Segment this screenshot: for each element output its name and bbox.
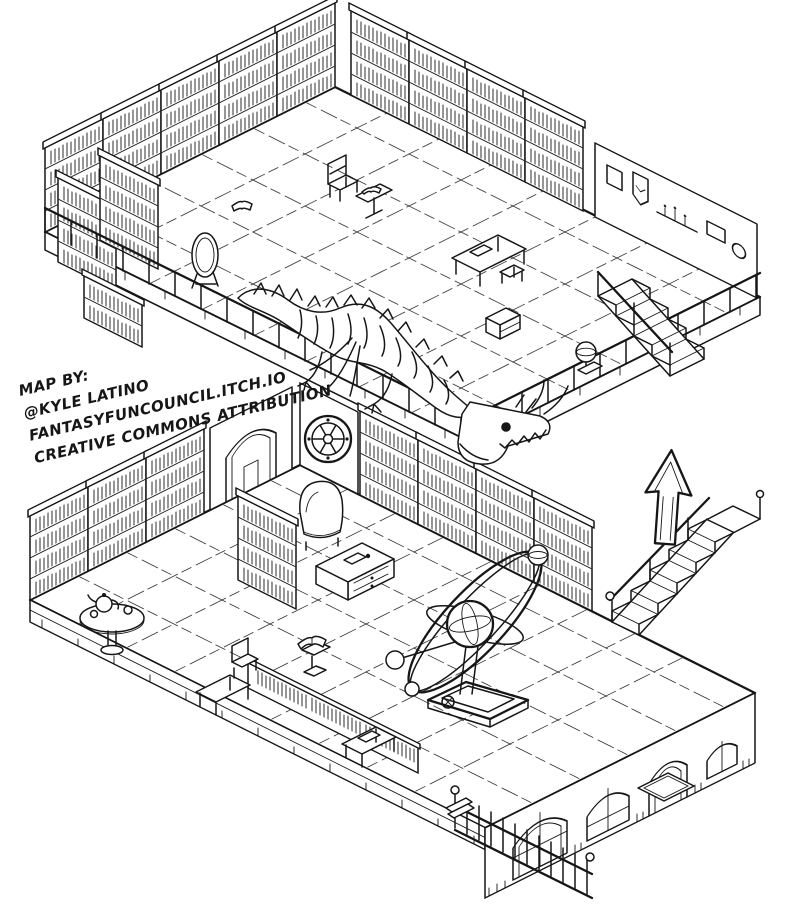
- writing-desk-upper: [451, 234, 527, 287]
- stool-upper: [499, 264, 525, 284]
- crate: [485, 307, 521, 340]
- dragon-skeleton: [237, 282, 569, 465]
- candle-shelf: [656, 211, 698, 233]
- balcony-railing: [43, 206, 762, 443]
- dragon-jaw: [459, 443, 489, 461]
- writing-desk-b: [341, 726, 397, 768]
- writing-desk-a: [195, 637, 259, 716]
- dragon-teeth: [499, 429, 547, 449]
- dragon-back-spikes: [253, 282, 464, 382]
- orrery-core-sphere: [445, 599, 495, 649]
- trophy-wall: [594, 142, 758, 299]
- orrery-planet: [527, 544, 549, 566]
- pedestal-with-open-book: [297, 635, 331, 677]
- arched-window-small: [706, 740, 738, 780]
- dragon-horns: [515, 379, 569, 415]
- teacup: [89, 609, 99, 619]
- spiked-fence: [450, 785, 595, 900]
- inkpot: [365, 553, 371, 559]
- staircase-lower: [605, 489, 765, 636]
- reading-chair: [327, 154, 359, 202]
- arched-window: [586, 787, 630, 842]
- dragon-skull: [457, 401, 551, 465]
- chair-seat: [231, 653, 259, 668]
- tea-table: [79, 593, 145, 656]
- teapot: [95, 595, 113, 613]
- orrery-counterweight: [385, 650, 405, 670]
- fallen-open-book: [231, 200, 253, 212]
- banner: [632, 171, 649, 206]
- teacup: [123, 605, 133, 615]
- crystal-globe: [575, 341, 603, 375]
- upper-floor: [0, 0, 762, 461]
- lectern: [355, 183, 393, 219]
- scattered-books: [445, 797, 475, 819]
- up-arrow-icon: [644, 448, 693, 546]
- paper: [469, 244, 493, 257]
- paper: [343, 552, 367, 565]
- bookshelf-wall-northeast: [349, 3, 758, 299]
- staircase-upper: [596, 270, 705, 377]
- dragon-eye-socket: [501, 422, 511, 432]
- arched-alcove: [209, 386, 293, 511]
- vault-door: [303, 414, 353, 464]
- dragon-wing-bones: [309, 337, 361, 397]
- wall-plate: [731, 242, 747, 260]
- framed-picture: [706, 220, 726, 244]
- orrery: [385, 544, 549, 728]
- framed-picture: [606, 164, 623, 192]
- dragon-ribs: [297, 309, 450, 405]
- bookshelf-wall-lower-left: [28, 386, 293, 601]
- wingback-armchair: [299, 480, 344, 551]
- dragon-legs: [297, 351, 393, 414]
- study-desk: [315, 542, 395, 601]
- paper: [357, 730, 381, 743]
- door-mat: [637, 772, 695, 802]
- lower-floor: [0, 382, 765, 900]
- window-wall: [484, 692, 756, 899]
- gear: [441, 695, 455, 709]
- orrery-planet: [404, 681, 420, 697]
